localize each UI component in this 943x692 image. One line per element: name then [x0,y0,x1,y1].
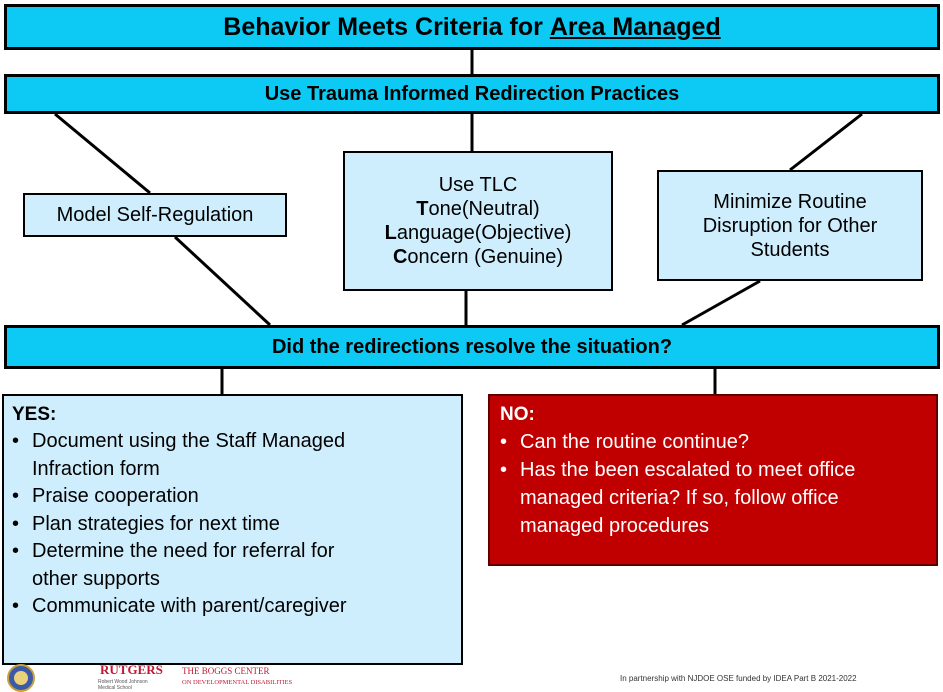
item-line: Determine the need for referral for [32,540,335,562]
redirection-banner: Use Trauma Informed Redirection Practice… [4,74,940,114]
rutgers-sub1: Robert Wood Johnson [98,679,148,685]
boggs-sub: ON DEVELOPMENTAL DISABILITIES [182,679,292,686]
model-box-text: Model Self-Regulation [56,204,254,226]
no-panel: NO: • Can the routine continue? • Has the … [488,394,938,566]
item-line: Infraction form [32,457,160,480]
rutgers-sub2: Medical School [98,685,132,691]
bullet-icon: • [12,512,20,535]
item-line: Document using the Staff Managed [32,430,346,452]
list-item: • Can the routine continue? [500,428,926,456]
title-prefix: Behavior Meets Criteria for [223,12,543,41]
title-banner: Behavior Meets Criteria for Area Managed [4,4,940,50]
bullet-icon: • [500,431,508,453]
title-underlined: Area Managed [549,12,721,41]
no-title: NO: [500,404,535,425]
tlc-line-concern: Concern (Genuine) [393,245,563,269]
list-item: • Determine the need for referral for othe… [12,538,451,593]
bullet-icon: • [12,430,20,452]
minimize-line: Students [750,238,830,261]
item-line: Praise cooperation [32,485,199,507]
item-line: managed criteria? If so, follow office [520,487,839,509]
tlc-initial: L [384,222,397,244]
footer-credit: In partnership with NJDOE OSE funded by … [620,674,857,683]
item-line: Plan strategies for next time [32,512,280,535]
tlc-initial: T [416,198,429,220]
boggs-logo: THE BOGGS CENTER [182,666,270,676]
bullet-icon: • [12,540,20,562]
item-line: managed procedures [520,515,710,537]
rutgers-logo: RUTGERS [100,662,163,677]
yes-title: YES: [12,404,57,425]
nj-seal-icon [7,664,35,692]
minimize-disruption-box: Minimize Routine Disruption for Other St… [657,170,923,281]
bullet-icon: • [12,485,20,507]
model-self-regulation-box: Model Self-Regulation [23,193,287,237]
minimize-line: Minimize Routine [713,190,867,213]
footer-logos: RUTGERS Robert Wood Johnson Medical Scho… [7,662,292,692]
bullet-icon: • [500,459,508,481]
item-line: Communicate with parent/caregiver [32,595,347,617]
minimize-line: Disruption for Other [702,214,878,237]
item-line: Can the routine continue? [520,431,750,453]
tlc-rest: one(Neutral) [428,198,540,220]
redirection-banner-text: Use Trauma Informed Redirection Practice… [264,82,680,105]
tlc-line-language: Language(Objective) [385,221,572,245]
tlc-initial: C [392,246,408,268]
list-item: • Praise cooperation [12,483,451,511]
question-text: Did the redirections resolve the situati… [271,335,673,358]
no-list: • Can the routine continue? • Has the been… [500,428,926,540]
list-item: • Has the been escalated to meet office ma… [500,456,926,540]
bullet-icon: • [12,595,20,617]
item-line: Has the been escalated to meet office [520,459,856,481]
tlc-rest: anguage(Objective) [396,222,572,244]
tlc-heading: Use TLC [438,174,518,196]
list-item: • Communicate with parent/caregiver [12,593,451,621]
tlc-rest: oncern (Genuine) [407,246,564,268]
tlc-box: Use TLC Tone(Neutral) Language(Objective… [343,151,613,291]
item-line: other supports [32,567,160,590]
list-item: • Plan strategies for next time [12,511,451,539]
tlc-line-tone: Tone(Neutral) [416,197,539,221]
question-banner: Did the redirections resolve the situati… [4,325,940,369]
